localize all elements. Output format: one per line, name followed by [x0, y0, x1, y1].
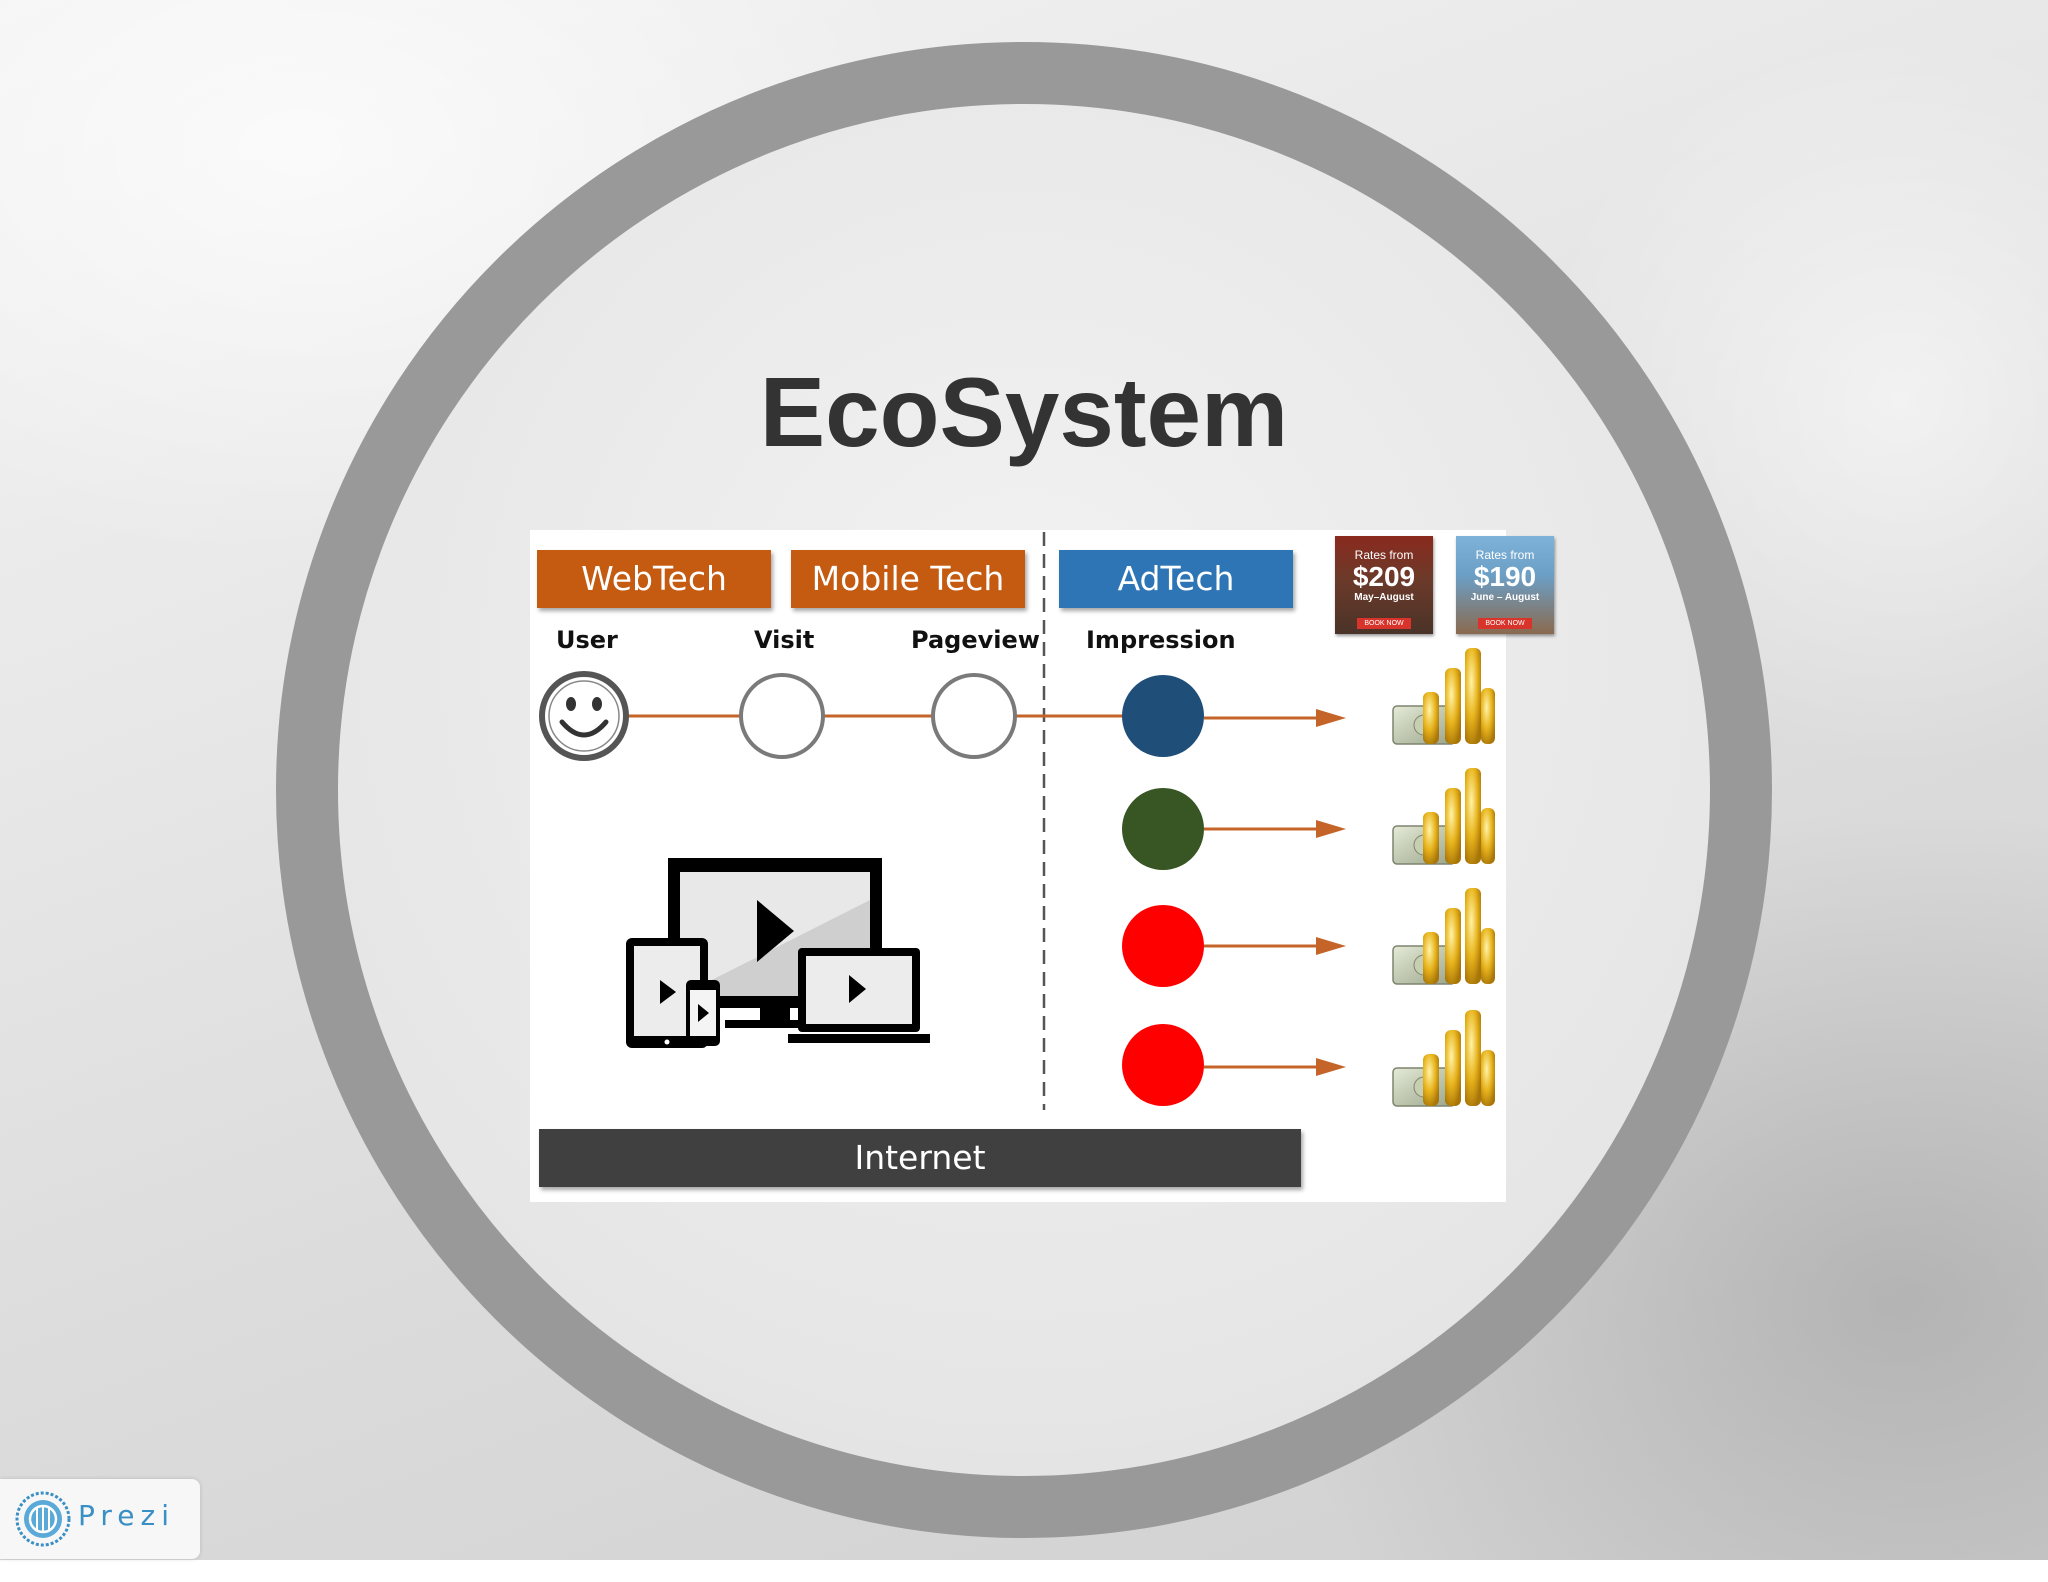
ad-rate-label: Rates from	[1354, 548, 1414, 562]
page-title: EcoSystem	[759, 357, 1289, 467]
prezi-logo-badge[interactable]: Prezi	[0, 1479, 200, 1559]
category-adtech: AdTech	[1059, 550, 1293, 608]
category-webtech: WebTech	[537, 550, 771, 608]
ad-book-now: BOOK NOW	[1478, 618, 1532, 629]
stage-label-user: User	[556, 626, 618, 654]
ad-dates: June – August	[1470, 592, 1540, 603]
ad-thumbnail-2: Rates from $190 June – August BOOK NOW	[1456, 536, 1554, 634]
stage-label-visit: Visit	[754, 626, 815, 654]
prezi-logo-icon	[15, 1491, 71, 1547]
stage-label-impression: Impression	[1086, 626, 1236, 654]
ad-price: $190	[1473, 561, 1537, 592]
ad-price: $209	[1352, 561, 1416, 592]
category-mobiletech: Mobile Tech	[791, 550, 1025, 608]
stage-label-pageview: Pageview	[911, 626, 1040, 654]
ad-dates: May–August	[1354, 592, 1414, 603]
ad-book-now: BOOK NOW	[1357, 618, 1411, 629]
prezi-wordmark: Prezi	[78, 1499, 175, 1532]
ad-thumbnail-1: Rates from $209 May–August BOOK NOW	[1335, 536, 1433, 634]
internet-bar: Internet	[539, 1129, 1301, 1187]
ad-rate-label: Rates from	[1475, 548, 1535, 562]
